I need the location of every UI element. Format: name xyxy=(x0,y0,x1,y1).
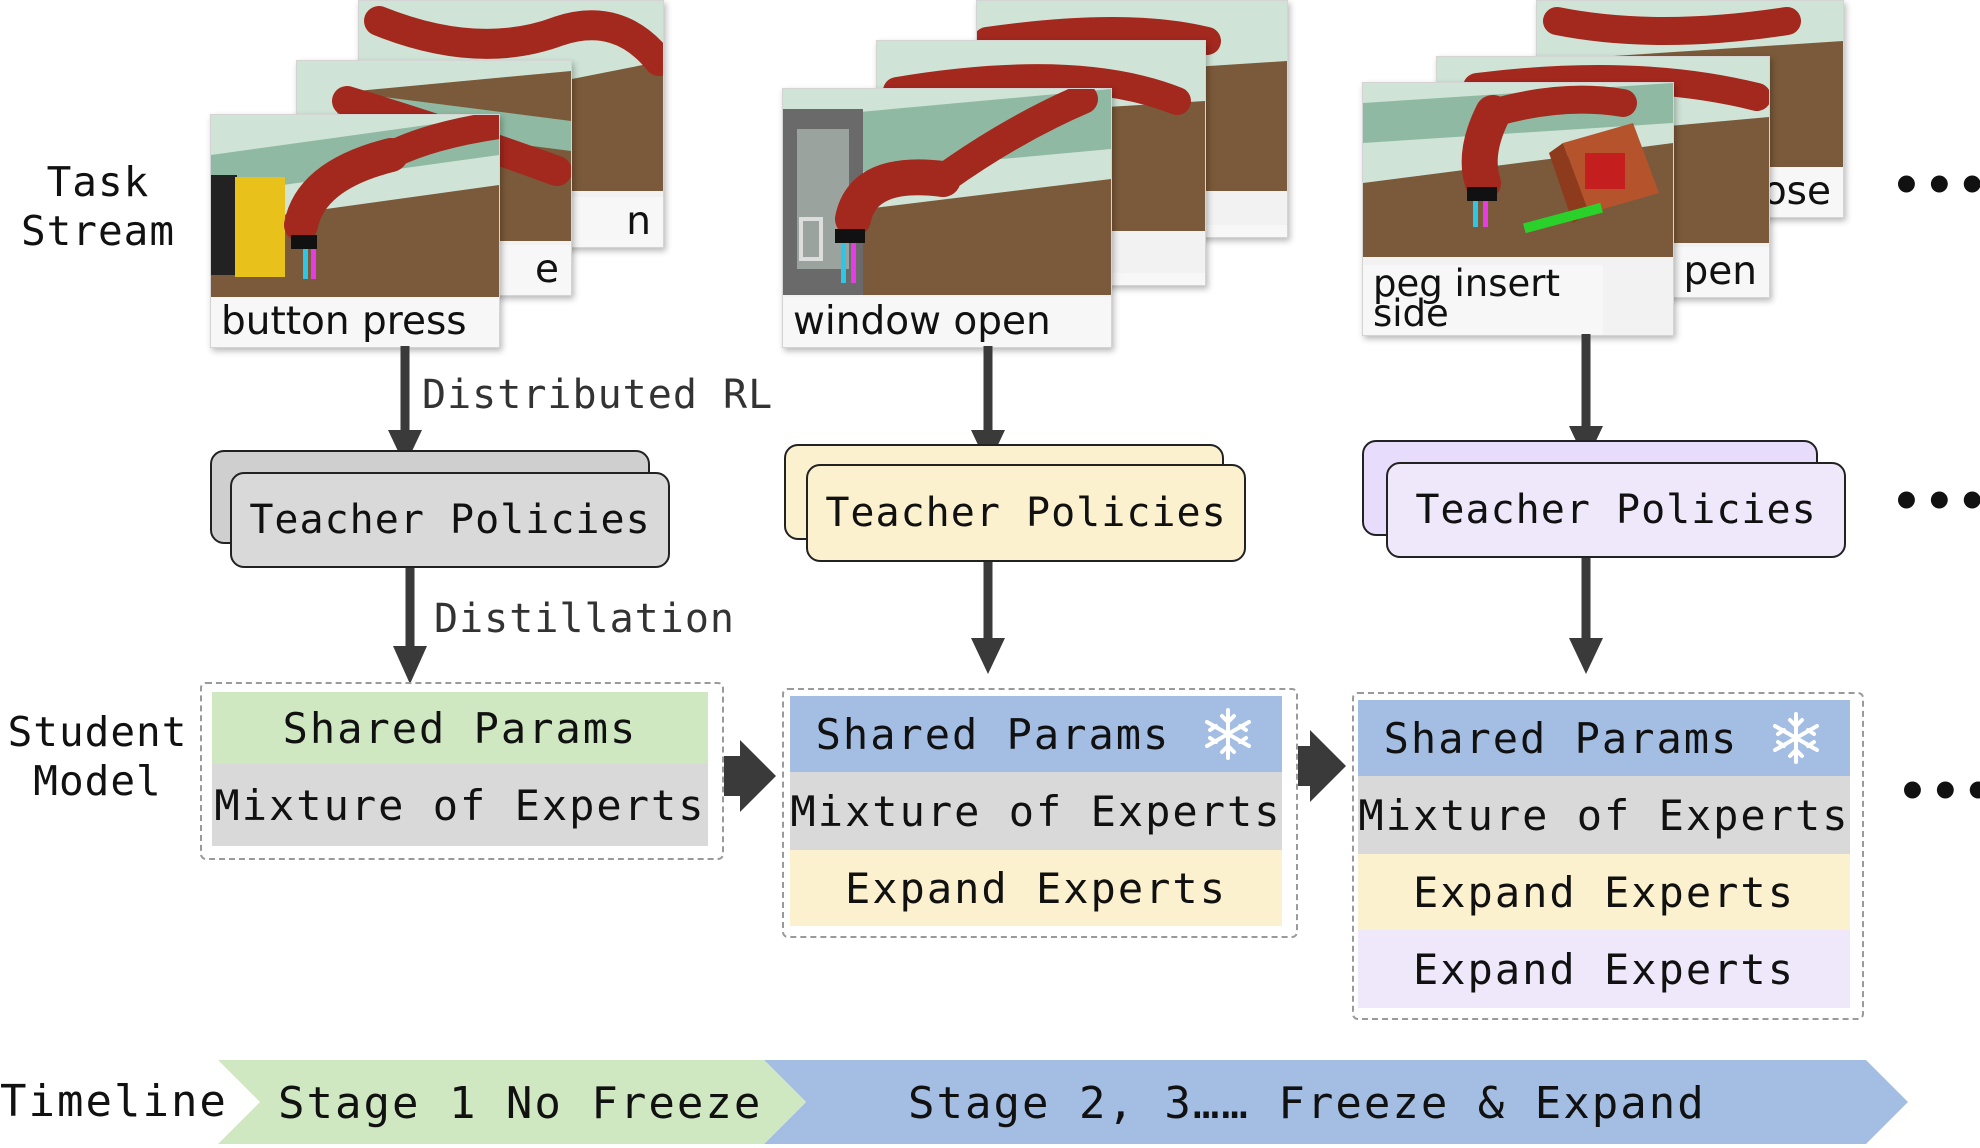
mixture-of-experts-row: Mixture of Experts xyxy=(212,764,708,846)
teacher-policies-box: Teacher Policies xyxy=(230,472,670,568)
robot-scene xyxy=(1363,83,1673,257)
row-label: Mixture of Experts xyxy=(790,786,1282,836)
task-stream-label: Task Stream xyxy=(8,158,188,256)
task-card-caption: window open xyxy=(783,297,1111,347)
teacher-policies-box: Teacher Policies xyxy=(1386,462,1846,558)
timeline-label: Timeline xyxy=(0,1076,228,1127)
distributed-rl-label: Distributed RL xyxy=(422,372,774,418)
ellipsis-teacher: ••• xyxy=(1892,474,1980,530)
timeline-stage2-label: Stage 2, 3…… Freeze & Expand xyxy=(908,1078,1706,1129)
distillation-label: Distillation xyxy=(434,596,735,642)
arrow-down xyxy=(971,560,1005,674)
arrow-right xyxy=(722,740,776,812)
ellipsis-task-stream: ••• xyxy=(1892,158,1980,214)
arrow-down xyxy=(393,566,427,684)
task-card-caption: button press xyxy=(211,297,499,347)
task-card-button-press: button press xyxy=(210,114,500,348)
row-label: Mixture of Experts xyxy=(1358,790,1850,840)
row-label: Expand Experts xyxy=(844,863,1227,913)
ellipsis-student: ••• xyxy=(1898,764,1980,820)
mixture-of-experts-row: Mixture of Experts xyxy=(1358,776,1850,854)
robot-scene xyxy=(783,89,1111,295)
arrow-right xyxy=(1292,730,1346,802)
task-card-window-open: window open xyxy=(782,88,1112,348)
robot-scene xyxy=(211,115,499,299)
timeline-stage1-label: Stage 1 No Freeze xyxy=(278,1078,763,1129)
expand-experts-row: Expand Experts xyxy=(1358,930,1850,1008)
arrow-down xyxy=(1569,556,1603,674)
student-model-label-line2: Model xyxy=(33,757,162,805)
timeline-segment-stage2 xyxy=(764,1060,1908,1144)
shared-params-row: Shared Params xyxy=(790,696,1282,772)
student-model-label: Student Model xyxy=(0,708,195,806)
timeline-bar xyxy=(218,1060,1908,1144)
row-label: Shared Params xyxy=(815,709,1171,759)
task-card-peg-insert-side: peg insert side xyxy=(1362,82,1674,336)
task-stream-label-line2: Stream xyxy=(20,207,176,255)
snowflake-icon xyxy=(1773,712,1820,764)
mixture-of-experts-row: Mixture of Experts xyxy=(790,772,1282,850)
row-label: Expand Experts xyxy=(1412,944,1795,994)
shared-params-row: Shared Params xyxy=(1358,700,1850,776)
expand-experts-row: Expand Experts xyxy=(790,850,1282,926)
student-model-label-line1: Student xyxy=(7,708,188,756)
task-card-caption: peg insert side xyxy=(1363,265,1603,335)
row-label: Expand Experts xyxy=(1412,867,1795,917)
timeline-segment-stage1 xyxy=(218,1060,806,1144)
task-stream-label-line1: Task xyxy=(46,158,150,206)
row-label: Shared Params xyxy=(1383,713,1739,763)
shared-params-row: Shared Params xyxy=(212,692,708,764)
teacher-policies-box: Teacher Policies xyxy=(806,464,1246,562)
arrow-down xyxy=(388,346,422,466)
row-label: Mixture of Experts xyxy=(214,780,706,830)
expand-experts-row: Expand Experts xyxy=(1358,854,1850,930)
row-label: Shared Params xyxy=(282,703,638,753)
snowflake-icon xyxy=(1205,708,1252,760)
